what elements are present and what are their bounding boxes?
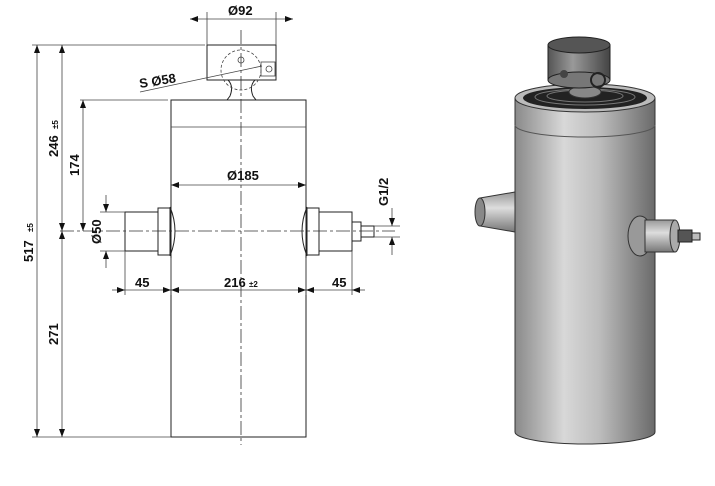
port-span-label: 216	[224, 275, 246, 290]
ball-joint	[226, 79, 257, 101]
top-to-axis-tolerance: ±5	[51, 120, 60, 129]
port-span-tolerance: ±2	[249, 280, 258, 289]
front-view: Ø92 S Ø58 Ø185 517 ±5 246 ±5 174 271 Ø50	[21, 3, 400, 445]
left-port-length-label: 45	[135, 275, 149, 290]
top-to-axis-label: 246	[46, 135, 61, 157]
cylinder-body	[170, 99, 307, 438]
top-cap	[206, 44, 277, 81]
overall-length-label: 517	[21, 240, 36, 262]
lock-pin-hole	[265, 65, 273, 73]
right-port-length-label: 45	[332, 275, 346, 290]
body-diameter-label: Ø185	[227, 168, 259, 183]
body-top-to-axis-label: 174	[67, 154, 82, 176]
right-port	[301, 206, 375, 257]
left-port	[124, 206, 176, 257]
cap-diameter-label: Ø92	[228, 3, 253, 18]
cylinder-body-3d	[514, 97, 656, 445]
isometric-view	[474, 36, 701, 445]
overall-length-tolerance: ±5	[26, 223, 35, 232]
ball-diameter-label: S Ø58	[138, 70, 177, 91]
axis-to-bottom-label: 271	[46, 323, 61, 345]
port-thread-label: G1/2	[376, 178, 391, 206]
port-diameter-label: Ø50	[89, 219, 104, 244]
right-port-3d	[644, 219, 676, 253]
lock-pin	[260, 61, 276, 77]
